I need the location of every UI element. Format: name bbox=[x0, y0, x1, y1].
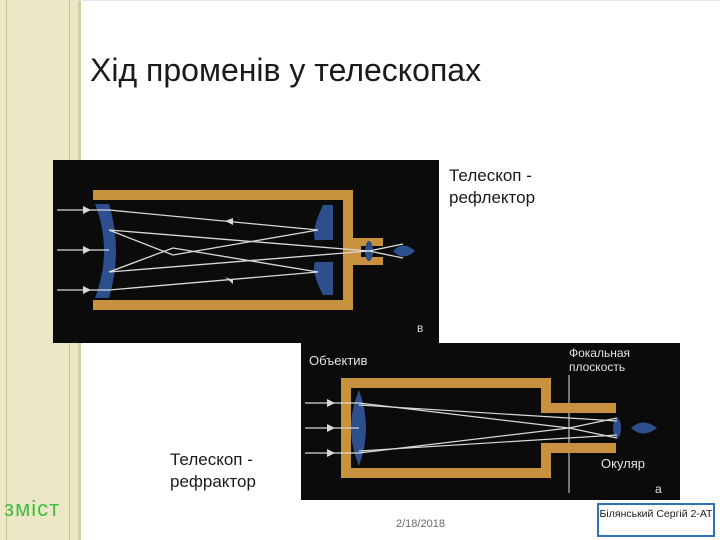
eyepiece-lens-refractor bbox=[613, 418, 621, 438]
refractor-eyetube-top bbox=[551, 403, 616, 413]
secondary-mirror bbox=[314, 205, 333, 240]
label-focal-plane-2: плоскость bbox=[569, 360, 625, 374]
reflector-drawing: в bbox=[57, 190, 423, 335]
eye-icon bbox=[393, 245, 415, 257]
primary-mirror bbox=[95, 204, 116, 298]
top-divider bbox=[78, 0, 720, 1]
refractor-drawing: Объектив Фокальная плоскость Окуляр bbox=[305, 346, 662, 496]
refractor-diagram: Объектив Фокальная плоскость Окуляр bbox=[301, 343, 680, 500]
eye-icon-refractor bbox=[631, 422, 657, 434]
caption-refractor: Телескоп - рефрактор bbox=[170, 450, 256, 491]
label-eyepiece: Окуляр bbox=[601, 456, 645, 471]
slide-title: Хід променів у телескопах bbox=[90, 52, 482, 88]
reflector-tube-bottom bbox=[93, 300, 343, 310]
reflector-diagram: в bbox=[53, 160, 439, 343]
refractor-tube bbox=[341, 378, 616, 478]
author-box: Білянський Сергій 2-АТ bbox=[597, 503, 715, 537]
label-a: а bbox=[655, 482, 662, 496]
caption-reflector: Телескоп - рефлектор bbox=[449, 166, 536, 207]
refractor-eyetube-bottom bbox=[551, 443, 616, 453]
label-b: в bbox=[417, 321, 423, 335]
slide-date: 2/18/2018 bbox=[396, 518, 445, 530]
label-focal-plane: Фокальная bbox=[569, 346, 630, 360]
secondary-mirror-2 bbox=[314, 262, 333, 295]
reflector-tube bbox=[93, 190, 383, 310]
label-objective: Объектив bbox=[309, 353, 368, 368]
contents-link[interactable]: зміст bbox=[4, 496, 61, 521]
